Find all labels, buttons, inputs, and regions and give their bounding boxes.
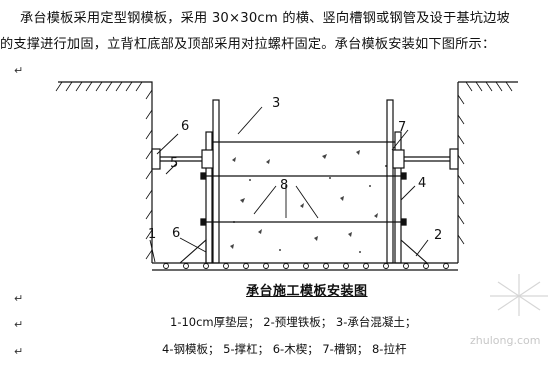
cushion-layer xyxy=(163,263,449,269)
ground-hatch-left xyxy=(55,81,153,260)
label-5: 5 xyxy=(170,156,179,171)
label-6-top: 6 xyxy=(181,119,190,134)
ground-hatch-right xyxy=(457,81,513,245)
label-2: 2 xyxy=(434,228,443,243)
watermark-site: zhulong.com xyxy=(470,334,541,347)
label-6-bottom: 6 xyxy=(172,226,181,241)
paragraph-mark-icon: ↵ xyxy=(14,318,24,331)
steel-formwork xyxy=(205,131,402,264)
paragraph-mark-icon: ↵ xyxy=(14,292,24,305)
paragraph-mark-icon: ↵ xyxy=(14,345,24,358)
concrete-fill xyxy=(230,150,387,253)
pit-outline xyxy=(58,81,518,271)
label-3: 3 xyxy=(272,96,281,111)
channel-steel xyxy=(212,99,394,264)
legend-line-2: 4-钢模板； 5-撑杠； 6-木楔； 7-槽钢； 8-拉杆 xyxy=(162,342,407,356)
leader-lines xyxy=(149,106,429,263)
figure-title: 承台施工模板安装图 xyxy=(246,284,368,299)
paragraph-mark-icon: ↵ xyxy=(14,64,24,77)
legend-line-1: 1-10cm厚垫层； 2-预埋铁板； 3-承台混凝土； xyxy=(170,315,417,329)
label-1: 1 xyxy=(148,227,157,242)
bottom-wedges xyxy=(179,238,428,264)
label-4: 4 xyxy=(418,176,427,191)
paragraph-line-2: 的支撑进行加固，立背杠底部及顶部采用对拉螺杆固定。承台模板安装如下图所示： xyxy=(0,37,496,52)
tie-rods xyxy=(200,172,407,226)
label-7: 7 xyxy=(398,120,407,135)
watermark-logo-icon xyxy=(490,274,548,316)
body-paragraph: 承台模板采用定型钢模板，采用 30×30cm 的横、竖向槽钢或钢管及设于基坑边坡… xyxy=(0,6,560,58)
struts xyxy=(151,148,459,170)
paragraph-line-1: 承台模板采用定型钢模板，采用 30×30cm 的横、竖向槽钢或钢管及设于基坑边坡 xyxy=(20,11,510,26)
label-8: 8 xyxy=(280,178,289,193)
